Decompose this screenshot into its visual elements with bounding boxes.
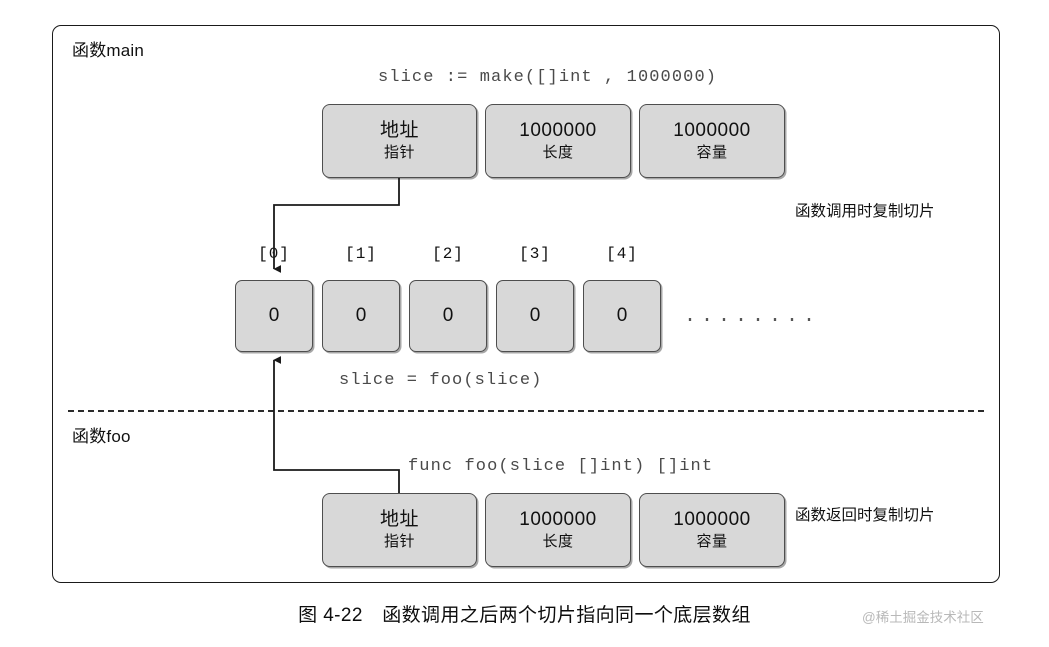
array-cell-3: 0	[496, 280, 574, 352]
array-ellipsis: ........	[684, 305, 821, 328]
slice-header-main-length-label: 长度	[542, 143, 574, 161]
slice-header-foo-pointer-value: 地址	[379, 509, 419, 531]
array-index-label-3: [3]	[519, 245, 551, 263]
figure-caption: 图 4-22 函数调用之后两个切片指向同一个底层数组	[298, 605, 751, 626]
slice-header-main-length-value: 1000000	[519, 120, 597, 142]
array-index-label-2: [2]	[432, 245, 464, 263]
slice-header-main-capacity-cell: 1000000 容量	[639, 104, 785, 178]
slice-header-main-capacity-value: 1000000	[673, 120, 751, 142]
array-cell-4: 0	[583, 280, 661, 352]
slice-header-foo-capacity-label: 容量	[696, 532, 728, 550]
slice-header-foo-length-cell: 1000000 长度	[485, 493, 631, 567]
array-cell-0: 0	[235, 280, 313, 352]
section-label-foo: 函数foo	[72, 427, 131, 446]
array-index-label-0: [0]	[258, 245, 290, 263]
slice-header-main-pointer-label: 指针	[383, 143, 415, 161]
slice-header-foo-pointer-cell: 地址 指针	[322, 493, 477, 567]
array-index-label-1: [1]	[345, 245, 377, 263]
code-call-foo: slice = foo(slice)	[339, 371, 543, 390]
slice-header-foo-pointer-label: 指针	[383, 532, 415, 550]
watermark-text: @稀土掘金技术社区	[862, 610, 984, 625]
array-cell-2: 0	[409, 280, 487, 352]
slice-header-foo-length-label: 长度	[542, 532, 574, 550]
code-func-signature: func foo(slice []int) []int	[408, 457, 714, 476]
slice-header-main-length-cell: 1000000 长度	[485, 104, 631, 178]
slice-header-foo-capacity-value: 1000000	[673, 509, 751, 531]
slice-header-foo-capacity-cell: 1000000 容量	[639, 493, 785, 567]
array-cell-1: 0	[322, 280, 400, 352]
slice-header-main-pointer-cell: 地址 指针	[322, 104, 477, 178]
slice-header-main-pointer-value: 地址	[379, 120, 419, 142]
slice-header-main-capacity-label: 容量	[696, 143, 728, 161]
array-index-label-4: [4]	[606, 245, 638, 263]
slice-header-foo-length-value: 1000000	[519, 509, 597, 531]
section-label-main: 函数main	[72, 41, 145, 60]
scope-divider	[68, 410, 984, 412]
code-make-slice: slice := make([]int , 1000000)	[378, 68, 718, 87]
note-copy-on-call: 函数调用时复制切片	[795, 203, 935, 220]
note-copy-on-return: 函数返回时复制切片	[795, 507, 935, 524]
